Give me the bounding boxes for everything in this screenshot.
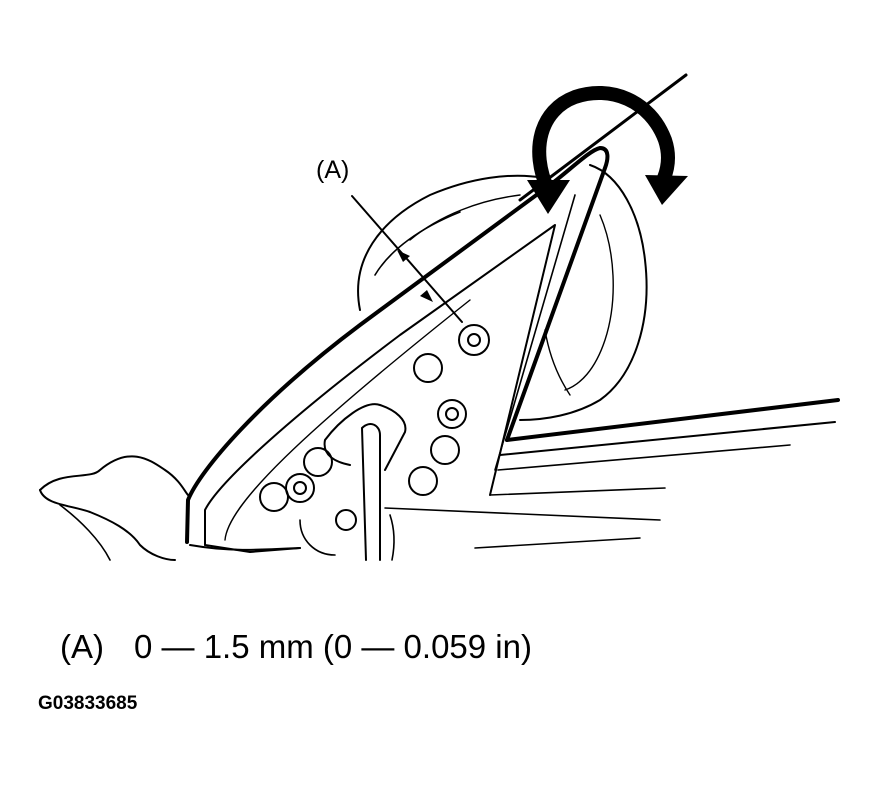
screw-outer (285, 473, 315, 503)
screw-outer (437, 399, 467, 429)
mirror-inner-curve-1 (374, 211, 461, 276)
gap-specification: (A) 0 — 1.5 mm (0 — 0.059 in) (60, 628, 532, 666)
bolt-hole (408, 466, 438, 496)
mirror-base-bottom (204, 544, 301, 553)
spec-label: (A) (60, 628, 104, 665)
mirror-base-inner-edge (204, 224, 556, 546)
screw-inner (293, 481, 307, 495)
door-body-contour-2 (59, 504, 111, 561)
bracket-outline (323, 403, 407, 471)
mirror-housing-rear (519, 164, 648, 421)
callout-label-a: (A) (316, 156, 350, 184)
mirror-inner-curve-3 (564, 214, 614, 391)
beltline-mid-1 (499, 421, 836, 456)
rotation-arrow-icon (527, 86, 688, 214)
screw-outer (458, 324, 490, 356)
screw-inner (445, 407, 459, 421)
bolt-hole (430, 435, 460, 465)
mirror-inner-curve-2 (409, 194, 521, 241)
bolt-hole (335, 509, 357, 531)
mirror-base-side (494, 194, 576, 471)
bracket-loop (299, 519, 336, 556)
spec-value: 0 — 1.5 mm (0 — 0.059 in) (134, 628, 532, 665)
door-body-outline (39, 455, 189, 496)
mirror-base-inner-edge-2 (224, 299, 471, 541)
beltline-mid-2 (497, 444, 791, 471)
dimension-arrow-icon (351, 195, 463, 323)
screw-inner (467, 333, 481, 347)
bolt-hole (413, 353, 443, 383)
bolt-hole (259, 482, 289, 512)
bolt-hole (303, 447, 333, 477)
door-lower-edge (384, 507, 661, 521)
door-trim-line (474, 537, 641, 549)
door-inner-curve (389, 514, 395, 561)
mirror-inner-curve-4 (544, 329, 571, 396)
figure-code: G03833685 (38, 693, 138, 714)
bracket-stalk (361, 423, 381, 561)
beltline-lower (489, 487, 666, 496)
beltline-upper (505, 398, 840, 442)
mirror-housing-outline (357, 174, 546, 311)
door-body-contour (39, 489, 176, 561)
